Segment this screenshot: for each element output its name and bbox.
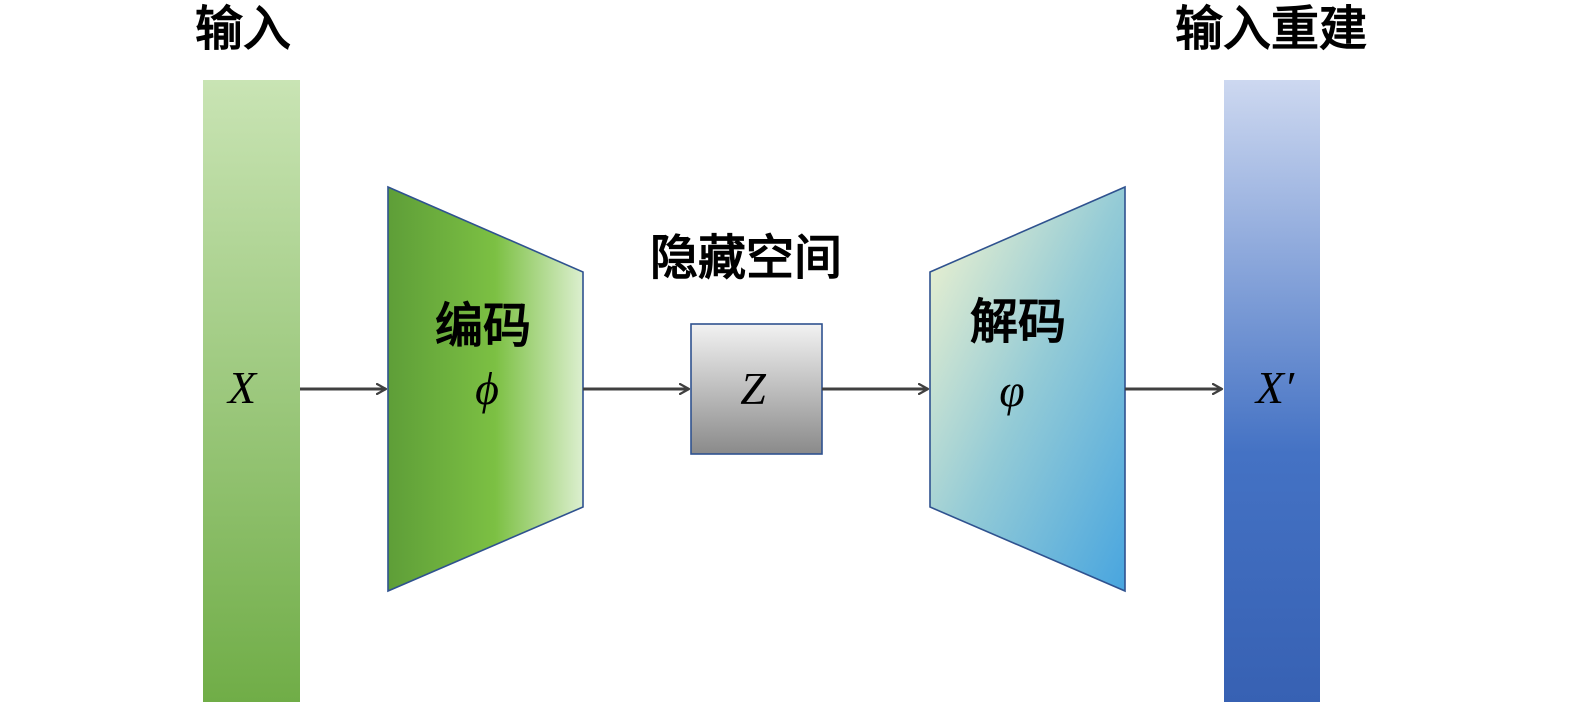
encoder-block [387, 185, 584, 593]
output-variable: X′ [1254, 362, 1295, 413]
input-title: 输入 [195, 1, 291, 57]
encoder-title: 编码 [435, 298, 531, 354]
decoder-title: 解码 [970, 294, 1066, 350]
output-bar [1224, 80, 1320, 702]
reconstruction-title: 输入重建 [1175, 1, 1367, 57]
encoder-parameter: ϕ [475, 363, 499, 414]
latent-variable: Z [740, 363, 766, 414]
decoder-parameter: φ [999, 365, 1024, 416]
input-bar [203, 80, 300, 702]
latent-space-title: 隐藏空间 [650, 230, 842, 286]
input-variable: X [226, 362, 258, 413]
decoder-block [929, 185, 1126, 593]
